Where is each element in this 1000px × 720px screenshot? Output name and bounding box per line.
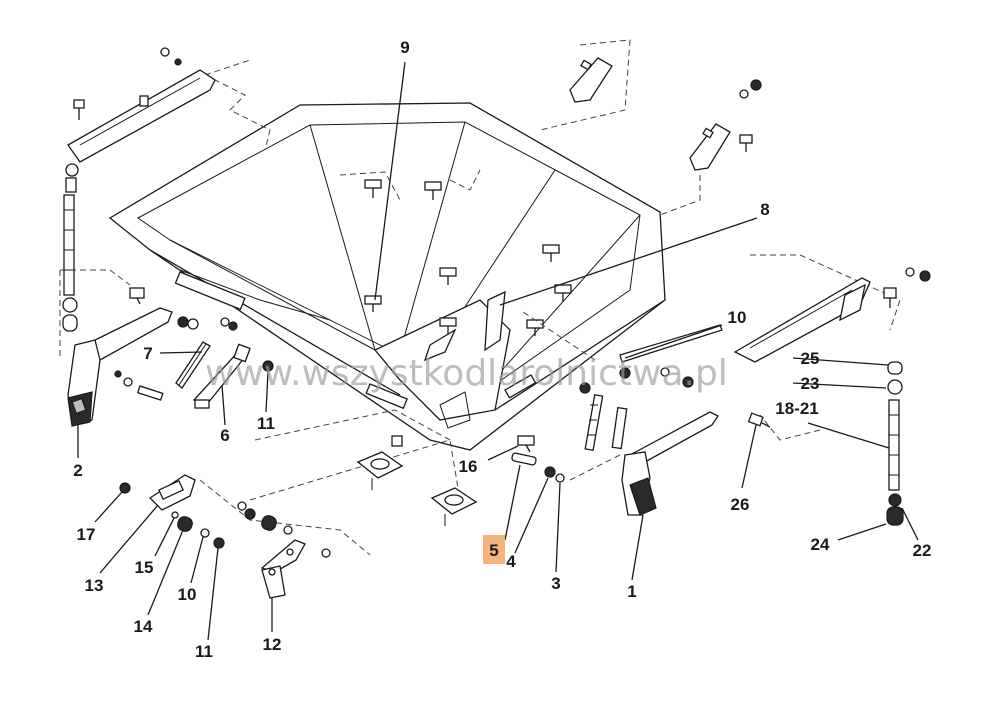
- flange-bearings: [356, 435, 478, 526]
- label-9: 9: [400, 38, 409, 57]
- part-3-nut: [555, 473, 565, 483]
- label-8: 8: [760, 200, 769, 219]
- label-11-upper: 11: [257, 414, 275, 433]
- part-labels: 9 8 10 7 6 11 2 16 5 4 3 1 25 23 18-21 2…: [73, 38, 931, 661]
- label-16: 16: [459, 457, 478, 476]
- label-25: 25: [801, 349, 820, 368]
- hopper-bolts: [364, 179, 572, 336]
- part-5-pin: [511, 452, 537, 466]
- label-18-21: 18-21: [775, 399, 818, 418]
- center-studs: [584, 393, 628, 452]
- part-1-lever: [621, 411, 719, 516]
- leader-lines: [77, 61, 919, 641]
- label-5: 5: [489, 541, 498, 560]
- label-15: 15: [135, 558, 154, 577]
- part-16-bolt: [517, 435, 535, 453]
- label-10-upper: 10: [728, 308, 747, 327]
- label-26: 26: [731, 495, 750, 514]
- top-right-brackets: [569, 57, 762, 171]
- label-4: 4: [506, 552, 516, 571]
- label-1: 1: [627, 582, 636, 601]
- label-13: 13: [85, 576, 104, 595]
- left-stud: [62, 194, 78, 332]
- assembly-lines: [59, 39, 901, 556]
- part-7-bar: [175, 341, 211, 389]
- part-4-washer: [544, 466, 556, 478]
- top-left-bracket: [65, 47, 216, 193]
- label-22: 22: [913, 541, 932, 560]
- label-23: 23: [801, 374, 820, 393]
- right-stud-column: [747, 361, 904, 526]
- label-2: 2: [73, 461, 82, 480]
- highlight-box: [483, 535, 505, 564]
- part-11-nut-upper: [262, 360, 274, 372]
- label-11-lower: 11: [195, 642, 213, 661]
- right-upper-bracket: [733, 267, 931, 363]
- part-2-lever: [67, 287, 238, 427]
- label-6: 6: [220, 426, 229, 445]
- label-3: 3: [551, 574, 560, 593]
- small-nuts-right: [579, 367, 694, 394]
- label-10-lower: 10: [178, 585, 197, 604]
- label-17: 17: [77, 525, 96, 544]
- watermark-text: www.wszystkodlarolnictwa.pl: [205, 353, 728, 394]
- hopper: [108, 102, 666, 451]
- label-12: 12: [263, 635, 282, 654]
- label-24: 24: [811, 535, 830, 554]
- label-7: 7: [143, 344, 152, 363]
- lower-left-assembly: [119, 474, 331, 599]
- label-14: 14: [134, 617, 153, 636]
- part-6-link: [193, 343, 251, 409]
